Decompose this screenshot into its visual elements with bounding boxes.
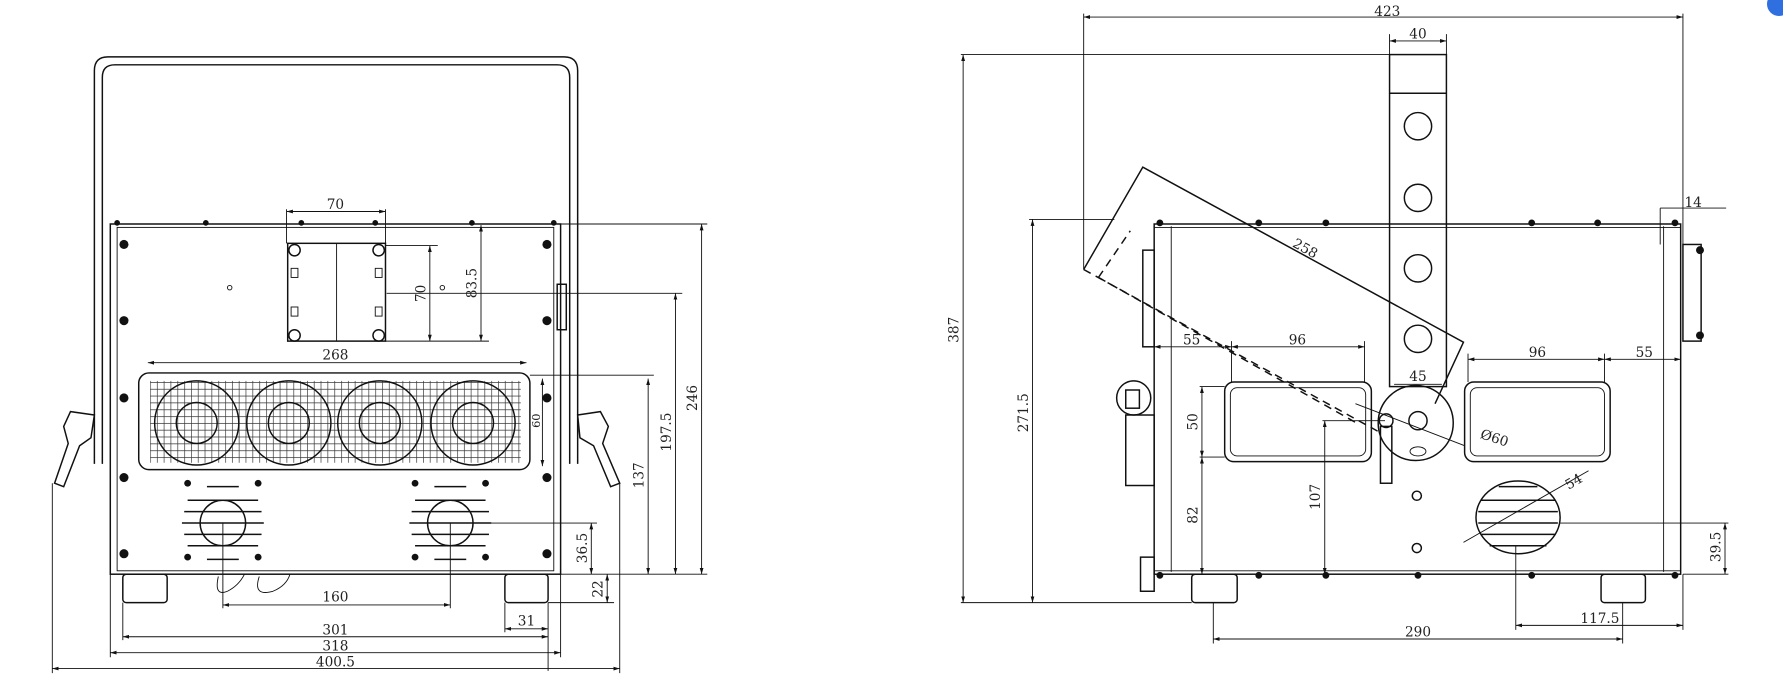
side-speaker (1475, 480, 1561, 555)
fan-4 (430, 380, 516, 466)
dim-body-height: 246 (685, 385, 701, 411)
dim-rear-plate: 14 (1684, 195, 1701, 211)
dim-tilted-height: 271.5 (1016, 393, 1032, 432)
bolts (114, 220, 557, 559)
lock-lever-left (53, 410, 96, 488)
tilted-outline (1083, 166, 1465, 433)
dim-feet-span: 301 (322, 622, 348, 638)
fan-2 (246, 380, 332, 466)
window-left (1223, 381, 1373, 463)
rear-connectors (1115, 249, 1155, 592)
notification-badge[interactable] (1767, 0, 1783, 16)
handle (93, 56, 579, 464)
dim-fan-bottom: 137 (632, 462, 648, 488)
front-view (53, 56, 621, 604)
dim-speaker-diameter: 54 (1563, 471, 1586, 494)
dim-left-margin: 55 (1183, 333, 1200, 349)
dim-pivot-width: 45 (1409, 369, 1426, 385)
yoke-bracket (1388, 53, 1448, 388)
dim-left-window: 96 (1289, 333, 1306, 349)
dim-speaker-height-side: 39.5 (1708, 532, 1724, 562)
foot-right (504, 573, 549, 604)
dim-plate-width: 70 (327, 197, 344, 213)
dim-window-height: 50 (1185, 413, 1201, 430)
dim-plate-offset: 83.5 (464, 268, 480, 298)
foot-left (122, 573, 168, 604)
side-foot-left (1190, 573, 1238, 604)
dim-fan-bank-width: 268 (322, 347, 348, 363)
dim-side-feet-span: 290 (1405, 625, 1431, 641)
dim-speaker-height: 36.5 (575, 533, 591, 563)
side-dimensions: 423 40 14 387 271.5 258 55 96 96 55 45 Ø… (947, 4, 1729, 644)
dim-overall-width: 400.5 (316, 654, 355, 670)
dim-foot-width: 31 (518, 613, 535, 629)
dim-foot-height: 22 (591, 580, 607, 597)
side-foot-right (1600, 573, 1647, 604)
dim-speaker-offset: 117.5 (1580, 611, 1619, 627)
dim-body-width: 318 (322, 638, 348, 654)
dim-bracket-width: 40 (1409, 27, 1426, 43)
dim-overall-length: 423 (1374, 4, 1400, 20)
lock-lever-right (576, 410, 621, 488)
fan-1 (153, 380, 240, 466)
dim-overall-height: 387 (947, 317, 963, 343)
side-body (1153, 223, 1682, 575)
pivot-disc (1377, 384, 1454, 484)
body (109, 223, 562, 575)
dim-fan-height: 60 (529, 413, 543, 427)
dim-pivot-diameter: Ø60 (1478, 426, 1510, 450)
dim-center-height: 197.5 (659, 413, 675, 452)
fan-bank (137, 372, 531, 471)
dim-pivot-height: 107 (1308, 484, 1324, 510)
cables (216, 573, 291, 593)
mounting-plate (286, 242, 387, 342)
window-right (1463, 381, 1611, 463)
dim-speaker-spacing: 160 (322, 589, 348, 605)
dim-window-bottom: 82 (1185, 506, 1201, 523)
dim-tilt-length: 258 (1290, 236, 1321, 263)
front-dimensions: 70 70 83.5 268 60 137 197.5 246 36.5 22 … (51, 197, 708, 674)
dim-right-window: 96 (1529, 345, 1546, 361)
dim-right-margin: 55 (1636, 345, 1653, 361)
rear-plate (1682, 243, 1704, 342)
fan-3 (336, 380, 423, 466)
side-view (1083, 53, 1704, 604)
